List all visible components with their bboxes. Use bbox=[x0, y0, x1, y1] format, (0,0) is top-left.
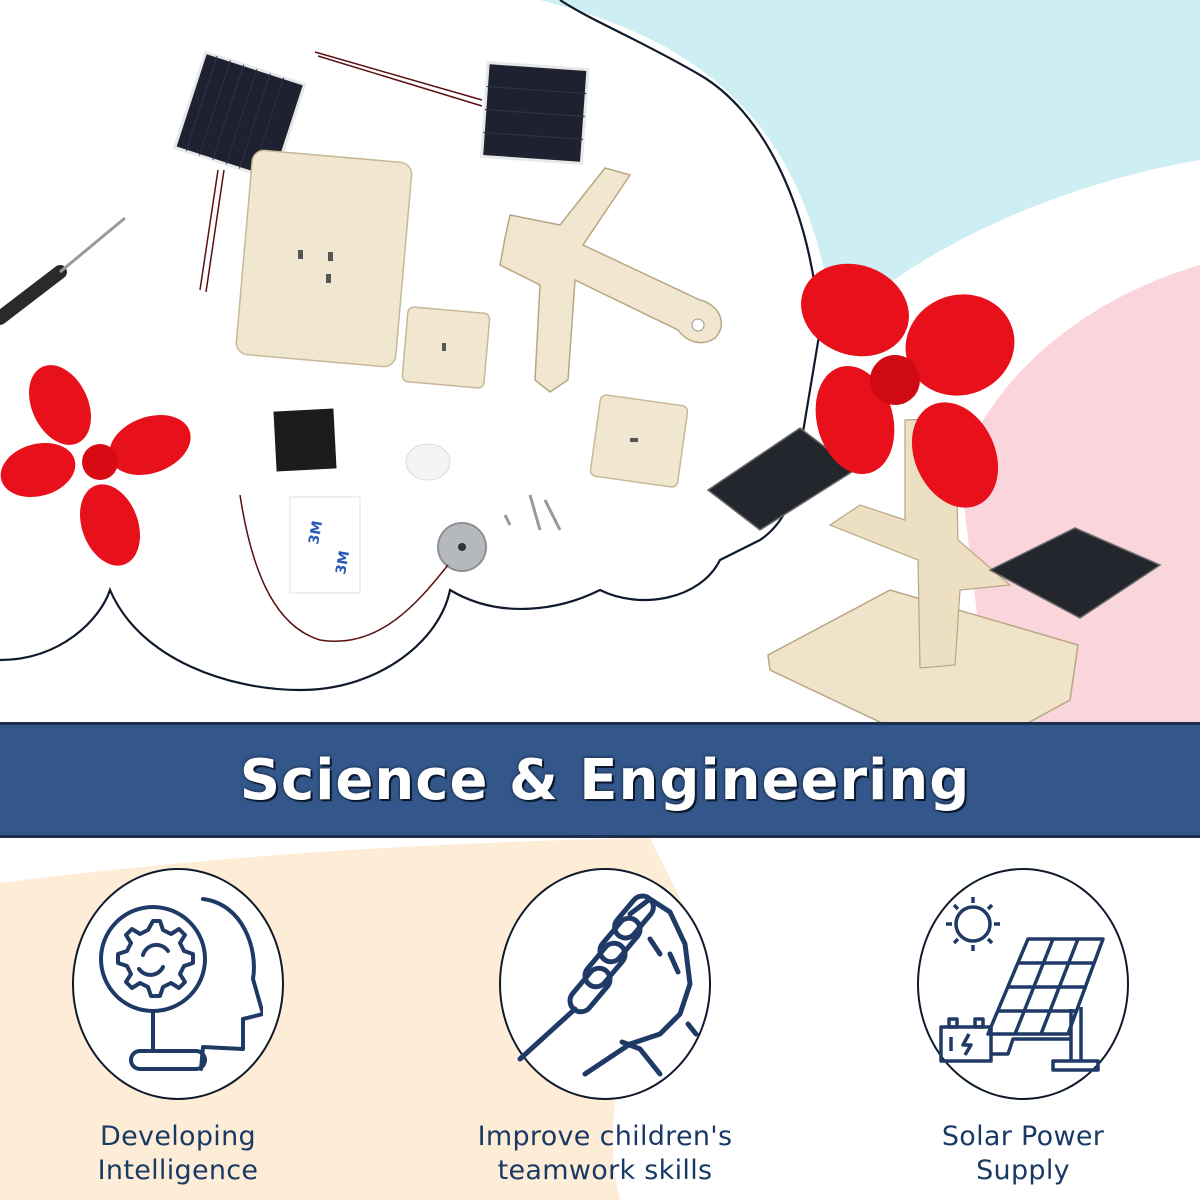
svg-text:3M: 3M bbox=[306, 520, 326, 546]
foam-pad bbox=[273, 408, 337, 472]
adhesive-tape-3m: 3M 3M bbox=[289, 496, 361, 594]
handshake-grip-icon bbox=[517, 893, 699, 1077]
feature-solar-power-supply: Solar Power Supply bbox=[893, 868, 1153, 1188]
feature-label: Improve children's teamwork skills bbox=[475, 1120, 735, 1188]
sky-blue-background bbox=[540, 0, 1200, 300]
red-propeller-part bbox=[0, 365, 191, 566]
feature-label: Solar Power Supply bbox=[893, 1120, 1153, 1188]
title-banner: Science & Engineering bbox=[0, 722, 1200, 838]
banner-title: Science & Engineering bbox=[239, 747, 971, 813]
wooden-square-2 bbox=[589, 394, 689, 488]
feature-circle bbox=[917, 868, 1129, 1100]
feature-label-line1: Improve children's bbox=[477, 1121, 733, 1152]
red-propeller-assembled bbox=[801, 263, 1015, 508]
feature-developing-intelligence: Developing Intelligence bbox=[48, 868, 308, 1188]
svg-text:3M: 3M bbox=[333, 550, 353, 576]
cloud-outline bbox=[0, 0, 822, 692]
product-scene: 3M 3M bbox=[0, 0, 1200, 725]
assembled-solar-fan-model bbox=[706, 263, 1162, 725]
feature-label-line1: Developing bbox=[100, 1121, 256, 1152]
feature-teamwork-skills: Improve children's teamwork skills bbox=[475, 868, 735, 1188]
solar-panel-right bbox=[988, 527, 1162, 619]
wooden-tree-frame bbox=[499, 167, 722, 393]
solar-panel-part-2 bbox=[480, 61, 590, 165]
screwdriver-icon bbox=[0, 216, 126, 325]
feature-circle bbox=[72, 868, 284, 1100]
product-illustration: 3M 3M bbox=[0, 0, 1200, 725]
feature-label-line1: Solar Power bbox=[941, 1121, 1105, 1152]
features-section: Developing Intelligence Improv bbox=[0, 838, 1200, 1200]
feature-label-line2: teamwork skills bbox=[497, 1155, 713, 1186]
pink-background bbox=[960, 265, 1200, 725]
feature-label: Developing Intelligence bbox=[48, 1120, 308, 1188]
feature-label-line2: Intelligence bbox=[97, 1155, 259, 1186]
dc-motor bbox=[437, 522, 487, 572]
connector-piece bbox=[405, 443, 451, 481]
sun-icon bbox=[946, 897, 1000, 951]
head-gear-icon bbox=[99, 897, 263, 1071]
feature-circle bbox=[499, 868, 711, 1100]
solar-panel-icon bbox=[939, 897, 1105, 1072]
screws bbox=[503, 494, 562, 531]
wooden-base-board bbox=[235, 149, 413, 368]
feature-label-line2: Supply bbox=[976, 1155, 1070, 1186]
solar-panel-part-1 bbox=[172, 50, 307, 182]
